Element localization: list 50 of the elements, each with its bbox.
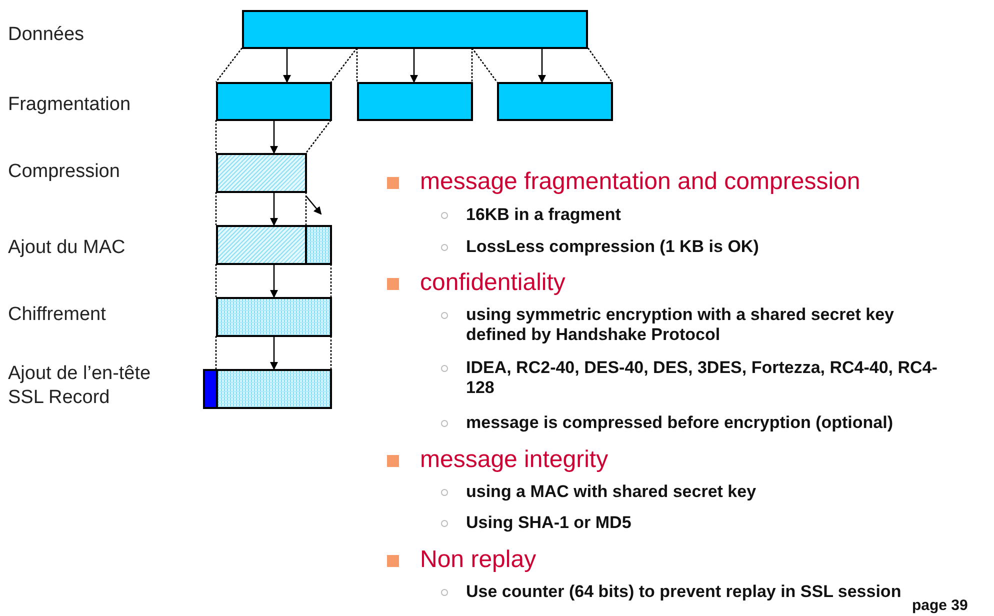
bullet-heading: Non replay — [420, 546, 536, 574]
bullet-text: message is compressed before encryption (optional) — [466, 413, 894, 433]
encrypted-block — [216, 369, 332, 409]
fragment-block — [497, 82, 613, 121]
arrow — [270, 120, 278, 154]
bullet-text: IDEA, RC2-40, DES-40, DES, 3DES, Fortezza, RC4-40, RC4-128 — [466, 358, 938, 398]
projection-line — [215, 120, 217, 153]
arrow — [306, 196, 322, 215]
bullet-text: Using SHA-1 or MD5 — [466, 513, 632, 533]
encrypted-block — [216, 297, 332, 337]
row-label: Ajout de l’en-tête SSL Record — [8, 362, 152, 410]
projection-line — [587, 48, 613, 82]
page-number: page 39 — [912, 597, 968, 615]
projection-line — [215, 48, 243, 82]
row-label: Chiffrement — [8, 303, 106, 327]
bullet-text: using symmetric encryption with a shared secret key defined by Handshake Protocol — [466, 305, 895, 345]
row-label: Compression — [8, 160, 120, 184]
arrow — [270, 336, 278, 370]
row-label: Données — [8, 23, 84, 47]
projection-line — [356, 48, 358, 82]
arrow — [270, 192, 278, 226]
projection-line — [215, 336, 217, 369]
arrow — [283, 48, 291, 83]
fragment-block — [357, 82, 473, 121]
arrow — [538, 48, 546, 83]
bullet-heading: message integrity — [420, 446, 608, 474]
projection-line — [215, 264, 217, 297]
mac-block — [305, 225, 332, 265]
bullet-text: 16KB in a fragment — [466, 205, 622, 225]
bullet-heading: confidentiality — [420, 269, 566, 297]
projection-line — [215, 192, 217, 225]
data-block — [242, 10, 588, 49]
projection-line — [471, 48, 498, 82]
fragment-block — [216, 82, 332, 121]
projection-line — [471, 48, 473, 82]
bullet-text: using a MAC with shared secret key — [466, 482, 758, 502]
bullet-text: Use counter (64 bits) to prevent replay in SSL session — [466, 582, 902, 602]
projection-line — [330, 336, 332, 369]
arrow — [270, 264, 278, 298]
compressed-block — [216, 225, 307, 265]
projection-line — [330, 48, 358, 82]
projection-line — [305, 192, 307, 225]
bullet-heading: message fragmentation and compression — [420, 168, 860, 196]
arrow — [410, 48, 418, 83]
row-label: Fragmentation — [8, 93, 131, 117]
bullet-text: LossLess compression (1 KB is OK) — [466, 237, 760, 257]
compressed-block — [216, 153, 307, 193]
row-label: Ajout du MAC — [8, 236, 126, 260]
projection-line — [330, 264, 332, 297]
projection-line — [305, 120, 332, 154]
